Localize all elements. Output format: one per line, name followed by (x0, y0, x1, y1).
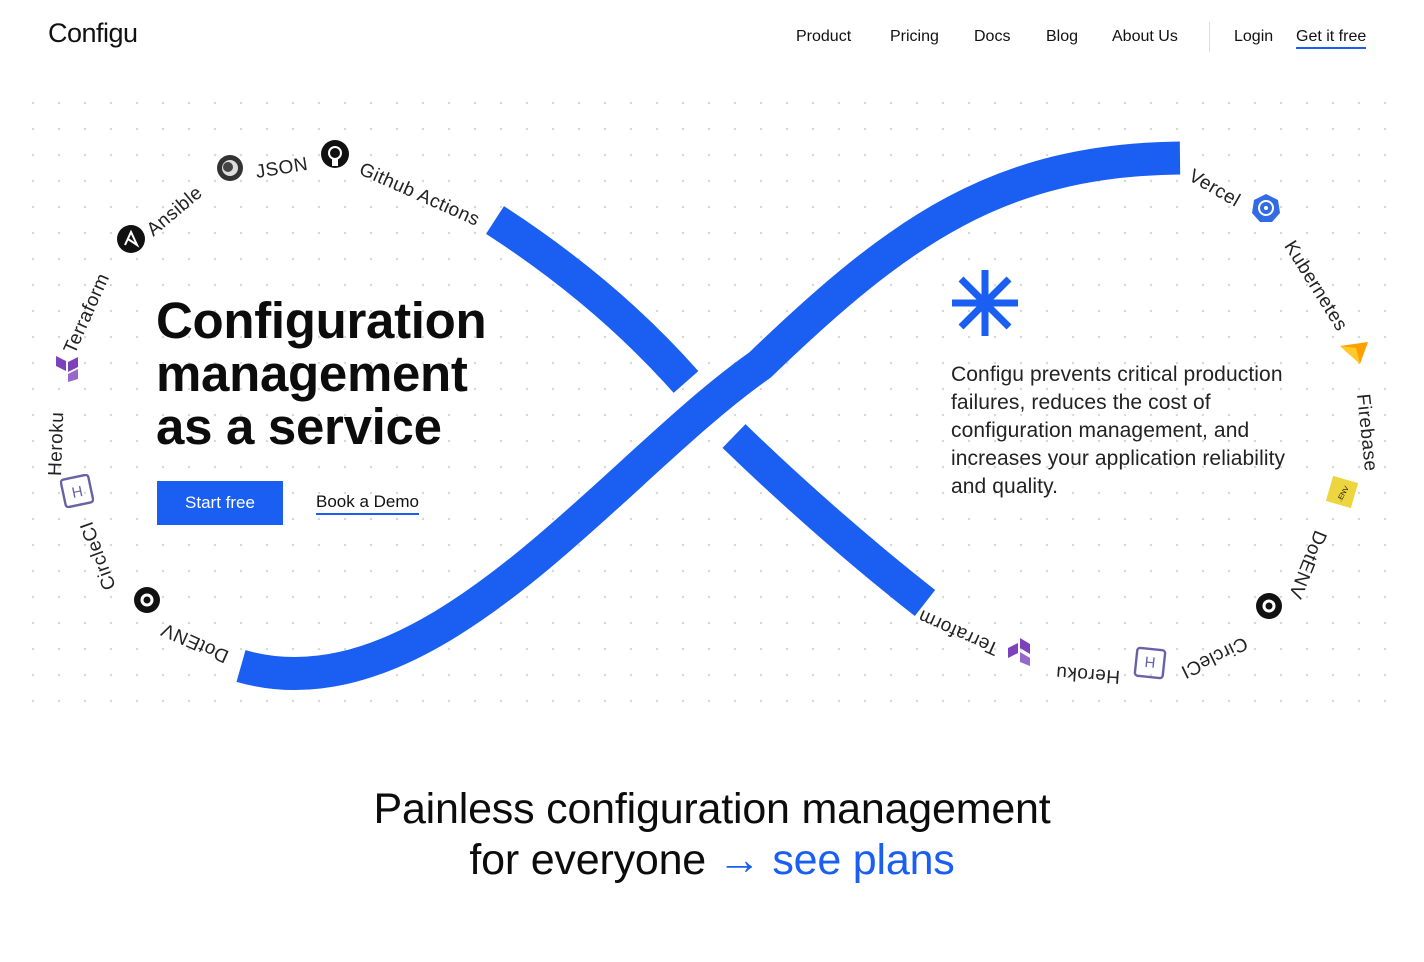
firebase-icon (1340, 342, 1368, 364)
heroku-icon: H (60, 474, 94, 508)
tool-label-heroku-right: Heroku (1055, 661, 1121, 687)
terraform-icon-right (1008, 638, 1030, 666)
svg-text:H: H (70, 483, 84, 502)
json-icon (217, 155, 243, 181)
svg-text:H: H (1144, 652, 1157, 670)
loop-stroke-main (236, 141, 1181, 690)
configu-logo[interactable]: Configu (48, 18, 138, 48)
site-header: Configu Product Pricing Docs Blog About … (0, 0, 1424, 76)
kubernetes-icon (1252, 194, 1280, 222)
see-plans-link[interactable]: see plans (772, 836, 955, 884)
nav-pricing[interactable]: Pricing (890, 28, 939, 45)
circleci-icon (134, 587, 160, 613)
plans-arrow[interactable]: → (717, 836, 761, 884)
hero-title-line-3: as a service (156, 398, 442, 455)
heroku-icon-right: H (1133, 646, 1167, 680)
nav-docs[interactable]: Docs (974, 28, 1011, 45)
loop-stroke-upper-left (486, 206, 699, 393)
tool-label-heroku: Heroku (45, 411, 69, 477)
github-icon (321, 140, 349, 168)
terraform-icon (56, 356, 78, 382)
book-demo-link[interactable]: Book a Demo (316, 492, 419, 515)
nav-about-us[interactable]: About Us (1112, 28, 1178, 45)
asterisk-icon (952, 270, 1018, 336)
nav-get-it-free[interactable]: Get it free (1296, 28, 1367, 49)
ansible-icon (117, 225, 145, 253)
nav-product[interactable]: Product (796, 28, 852, 45)
nav-divider (1209, 22, 1210, 52)
loop-stroke-lower-right (722, 424, 936, 616)
hero-title-line-2: management (156, 345, 468, 402)
nav-blog[interactable]: Blog (1046, 28, 1079, 45)
dotenv-icon: .ENV (1325, 475, 1359, 509)
plans-heading-everyone: for everyone (469, 836, 707, 884)
plans-heading-line-2: for everyone → see plans (0, 835, 1424, 886)
nav-login[interactable]: Login (1234, 28, 1274, 45)
hero-title: Configuration management as a service (156, 292, 487, 455)
start-free-button[interactable]: Start free (157, 481, 283, 525)
hero-description: Configu prevents critical production fai… (951, 363, 1286, 498)
plans-heading: Painless configuration management for ev… (0, 784, 1424, 886)
hero-title-line-1: Configuration (156, 292, 487, 349)
plans-heading-line-1: Painless configuration management (373, 785, 1051, 833)
circleci-icon-right (1256, 593, 1282, 619)
